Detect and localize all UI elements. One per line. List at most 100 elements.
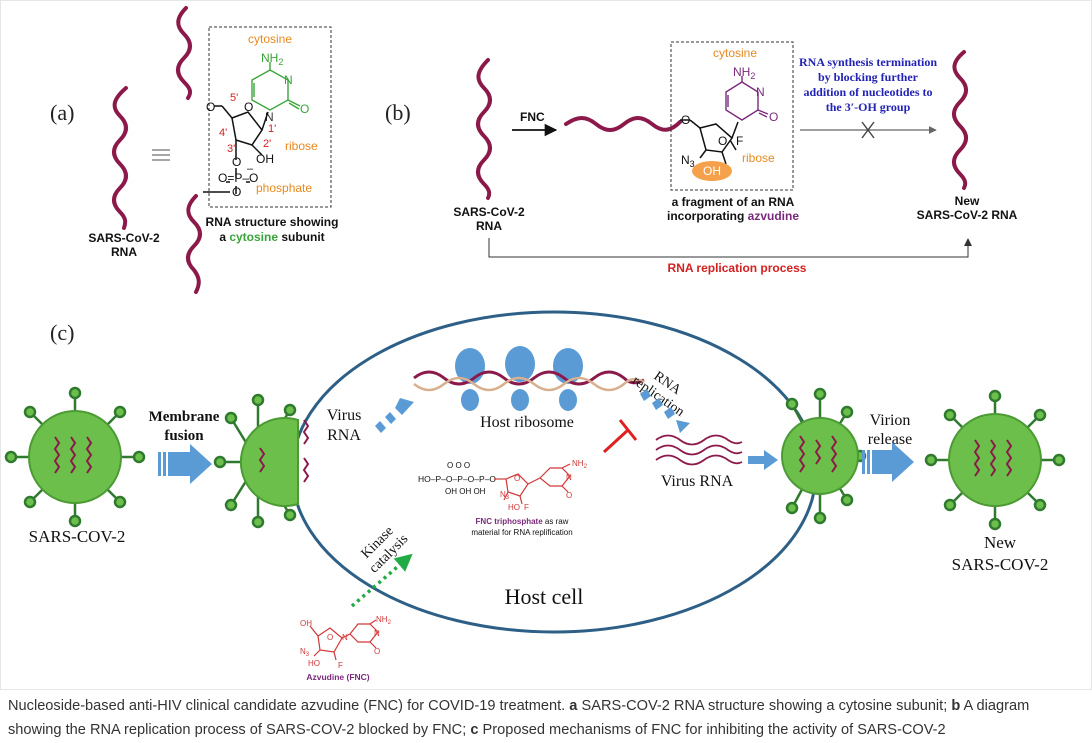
panel-a-rna-label-line1: SARS-CoV-2 <box>88 231 160 245</box>
caption-c-bold: c <box>470 722 479 738</box>
panel-b-horizontal-rna <box>564 116 682 132</box>
panel-a-n1: N <box>265 110 274 124</box>
svg-text:OH OH OH: OH OH OH <box>445 487 486 496</box>
panel-b-new-rna-strand <box>952 50 968 190</box>
host-ribosome-label: Host ribosome <box>480 414 574 431</box>
svg-text:N: N <box>566 473 572 482</box>
virus-rna-wavy-lines <box>655 434 743 466</box>
panel-b-n3: N3 <box>681 153 695 169</box>
virion-release-line2: release <box>868 431 912 448</box>
panel-a-upper-strand <box>176 6 193 100</box>
panel-b-fnc-label: FNC <box>520 110 545 124</box>
svg-text:F: F <box>524 503 529 512</box>
panel-a-p-line: O=P–O <box>218 171 258 185</box>
panel-b-new-line1: New <box>955 194 980 208</box>
svg-text:by blocking further: by blocking further <box>818 70 919 84</box>
arrow-to-assembly <box>748 450 778 470</box>
panel-b-rna-label-line1: SARS-CoV-2 <box>453 205 525 219</box>
svg-text:HO: HO <box>508 503 520 512</box>
new-virus-line1: New <box>984 533 1017 552</box>
virus-rna-right-label: Virus RNA <box>661 473 734 490</box>
panel-a-ribose-ring <box>203 105 269 194</box>
panel-b-sugar-ring <box>680 119 739 165</box>
panel-b-label: (b) <box>385 100 411 125</box>
panel-b-rna-label-line2: RNA <box>476 219 502 233</box>
panel-a-rna-strand <box>112 86 128 230</box>
panel-b-oh: OH <box>703 164 721 178</box>
kinase-catalysis-label: Kinase catalysis <box>359 524 412 577</box>
panel-c-label: (c) <box>50 320 74 345</box>
svg-text:the 3′-OH group: the 3′-OH group <box>826 100 911 114</box>
panel-b-cytosine-label: cytosine <box>713 46 757 60</box>
panel-b-oh-highlight <box>692 161 732 181</box>
virus-particle-new <box>924 389 1066 531</box>
panel-a-phosphate-label: phosphate <box>256 181 312 195</box>
inhibition-symbol <box>602 419 638 454</box>
fnc-triphosphate-caption-line1: FNC triphosphate as raw <box>476 517 569 526</box>
svg-text:O: O <box>514 474 520 483</box>
caption-part4: Proposed mechanisms of FNC for inhibitin… <box>478 722 946 738</box>
fnc-triphosphate-structure: O O O HO–P–O–P–O–P–O OH OH OH O NH2 N O … <box>418 459 588 512</box>
svg-text:OH: OH <box>300 619 312 628</box>
virus-particle-left <box>4 386 146 528</box>
svg-text:addition of nucleotides to: addition of nucleotides to <box>803 85 932 99</box>
svg-text:NH2: NH2 <box>376 615 392 626</box>
virus-fusing <box>213 393 299 529</box>
svg-text:N3: N3 <box>300 647 310 658</box>
panel-a-oh: OH <box>256 152 274 166</box>
panel-a-num-5: 5' <box>230 92 238 104</box>
panel-a-caption-line2: a cytosine subunit <box>219 230 324 244</box>
svg-text:O: O <box>327 633 333 642</box>
panel-a-rna-label-line2: RNA <box>111 245 137 259</box>
panel-b-fragment-line2: incorporating azvudine <box>667 209 799 223</box>
figure-caption: Nucleoside-based anti-HIV clinical candi… <box>8 694 1078 742</box>
azvudine-label: Azvudine (FNC) <box>306 672 369 682</box>
virus-rna-left-line1: Virus <box>327 407 362 424</box>
panel-b-termination-text: RNA synthesis termination by blocking fu… <box>799 55 937 114</box>
membrane-fusion-arrow <box>158 444 212 484</box>
panel-b-n-atom: N <box>756 85 765 99</box>
dashed-arrow-replication <box>640 389 690 433</box>
svg-text:N: N <box>374 629 380 638</box>
caption-part2: SARS-COV-2 RNA structure showing a cytos… <box>577 698 952 714</box>
new-virus-line2: SARS-COV-2 <box>952 555 1049 574</box>
panel-b-fragment-line1: a fragment of an RNA <box>672 195 795 209</box>
panel-b-new-line2: SARS-CoV-2 RNA <box>917 208 1018 222</box>
caption-part1: Nucleoside-based anti-HIV clinical candi… <box>8 698 570 714</box>
panel-a-ribose-label: ribose <box>285 139 318 153</box>
svg-text:O: O <box>374 647 380 656</box>
panel-a-o-top: O <box>232 155 241 169</box>
svg-text:HO–P–O–P–O–P–O: HO–P–O–P–O–P–O <box>418 474 496 484</box>
panel-b-structure-box <box>670 41 794 191</box>
caption-part3: A diagram showing the RNA replication pr… <box>8 698 1030 738</box>
panel-b-replication-bracket <box>488 238 969 258</box>
panel-b-replication-label: RNA replication process <box>668 261 807 275</box>
svg-text:N3: N3 <box>500 490 510 501</box>
svg-text:O: O <box>566 491 572 500</box>
caption-a-bold: a <box>569 698 578 714</box>
fnc-triphosphate-caption-line2: material for RNA replification <box>471 528 572 537</box>
panel-a-num-4: 4' <box>219 127 227 139</box>
dashed-arrow-to-ribosome <box>375 398 414 433</box>
equivalence-symbol <box>152 149 170 161</box>
panel-b-rna-strand <box>476 58 492 200</box>
panel-a-cytosine-label: cytosine <box>248 32 292 46</box>
virion-release-line1: Virion <box>870 412 911 429</box>
azvudine-structure: OH O NH2 N O N N3 HO F <box>300 615 392 670</box>
panel-b-replication-arrowhead <box>964 238 972 246</box>
svg-text:O O O: O O O <box>447 461 470 470</box>
svg-text:NH2: NH2 <box>572 459 588 470</box>
panel-a-p-minus: – <box>247 163 254 175</box>
panel-b-nh2: NH2 <box>733 65 755 81</box>
virus-rna-entering <box>302 419 310 483</box>
virion-release-arrow <box>862 442 914 482</box>
kinase-arrow <box>350 553 413 608</box>
panel-a-o-ring: O <box>244 100 253 114</box>
panel-b-o-atom: O <box>769 110 778 124</box>
panel-a-lower-strand <box>186 194 202 294</box>
panel-a-o5: O <box>206 100 215 114</box>
host-cell-label: Host cell <box>505 584 584 609</box>
panel-a-o-bottom: O <box>232 185 241 199</box>
panel-b-cytosine-ring <box>725 76 769 121</box>
virus-assembling <box>781 387 867 525</box>
